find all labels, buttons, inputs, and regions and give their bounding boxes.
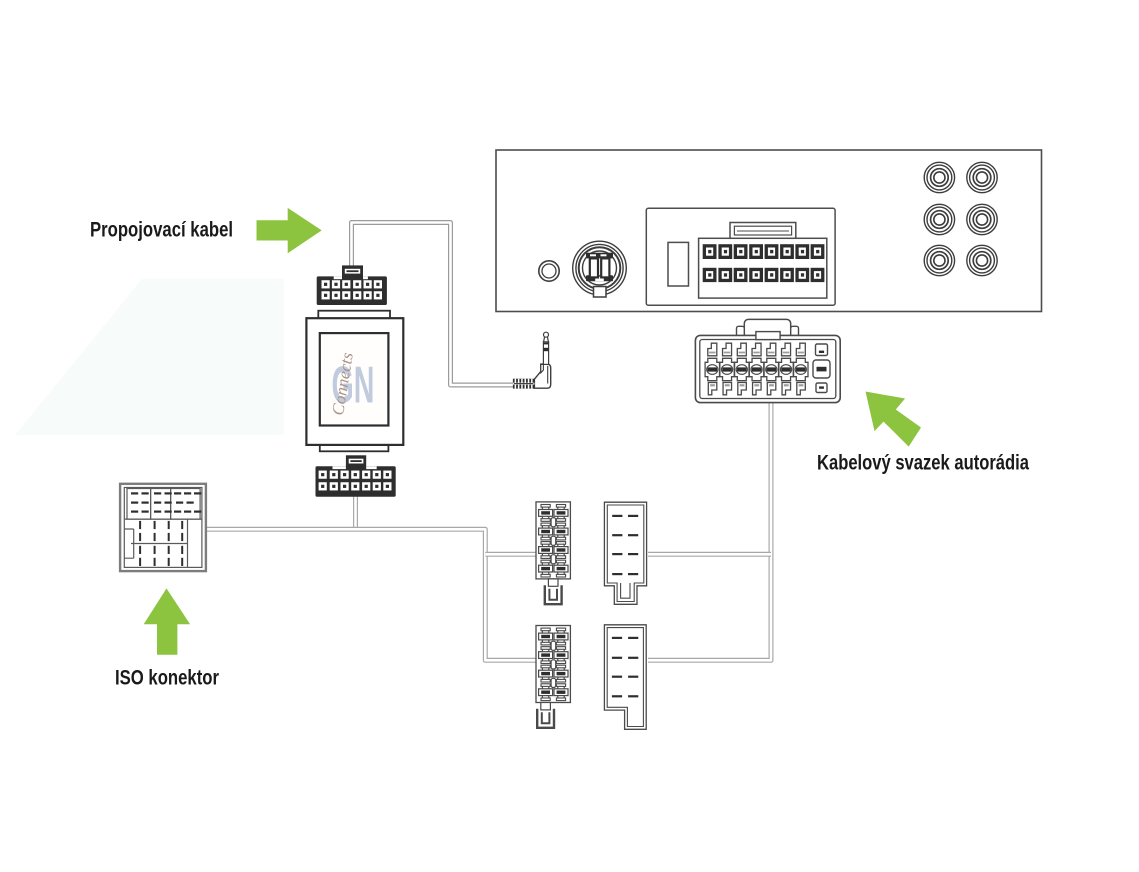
svg-text:ISO konektor: ISO konektor: [115, 667, 219, 690]
svg-text:Kabelový svazek autorádia: Kabelový svazek autorádia: [817, 452, 1029, 475]
svg-text:GN: GN: [332, 355, 375, 413]
svg-text:Propojovací kabel: Propojovací kabel: [90, 219, 233, 242]
